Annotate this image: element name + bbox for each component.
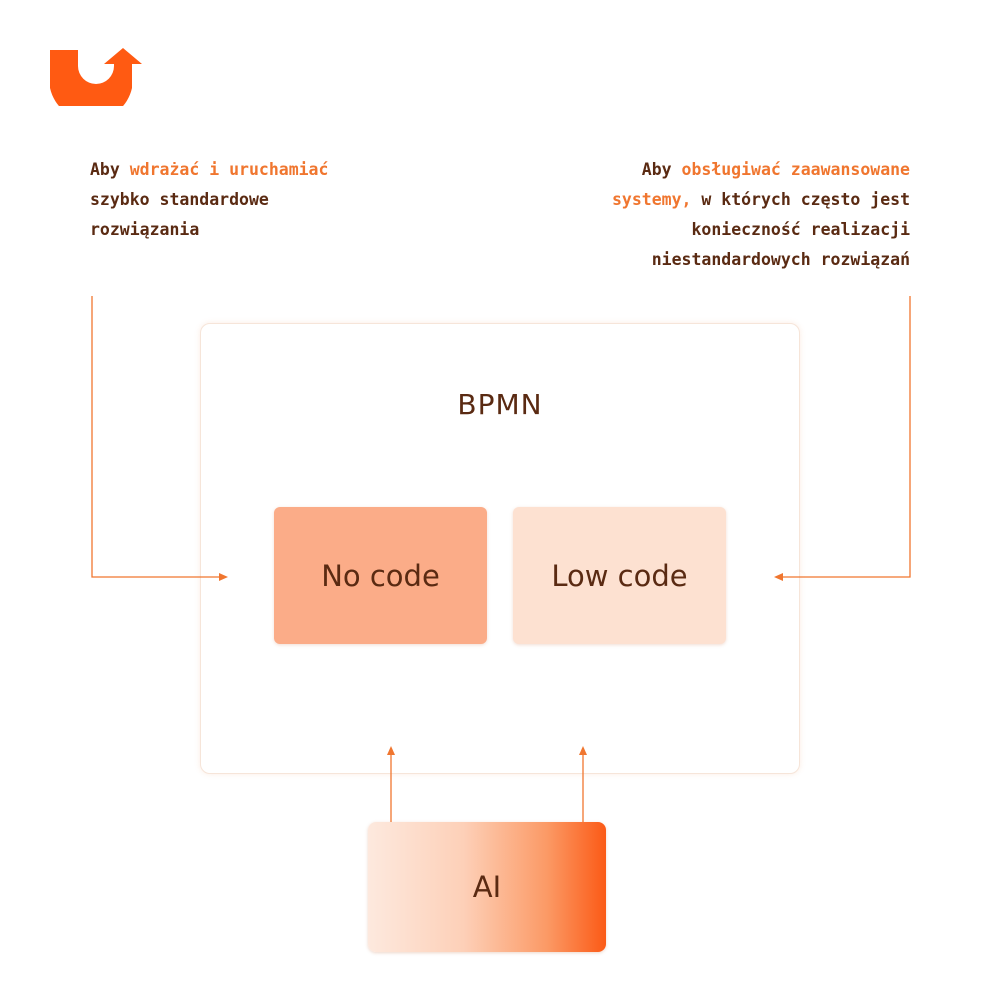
left-annotation: Aby wdrażać i uruchamiać szybko standard… (90, 155, 390, 245)
ai-box: AI (368, 822, 606, 952)
right-connector-line (782, 296, 911, 578)
brand-logo-icon (50, 48, 142, 106)
no-code-label: No code (321, 558, 440, 593)
right-annotation-prefix: Aby (641, 160, 682, 179)
right-annotation-rest2: w których często jest (691, 190, 910, 209)
left-annotation-line2: szybko standardowe (90, 190, 269, 209)
right-annotation-highlight2: systemy, (611, 190, 692, 209)
bpmn-title: BPMN (457, 388, 543, 421)
left-annotation-highlight: wdrażać i uruchamiać (129, 160, 329, 179)
left-annotation-line3: rozwiązania (90, 220, 200, 239)
right-annotation-highlight1: obsługiwać zaawansowane (681, 160, 910, 179)
ai-label: AI (472, 870, 502, 904)
left-annotation-prefix: Aby (90, 160, 130, 179)
low-code-label: Low code (551, 558, 688, 593)
right-annotation-line3: konieczność realizacji (691, 220, 910, 239)
right-annotation-line4: niestandardowych rozwiązań (651, 250, 910, 269)
right-annotation: Aby obsługiwać zaawansowane systemy, w k… (580, 155, 910, 275)
low-code-card: Low code (513, 507, 726, 644)
no-code-card: No code (274, 507, 487, 644)
